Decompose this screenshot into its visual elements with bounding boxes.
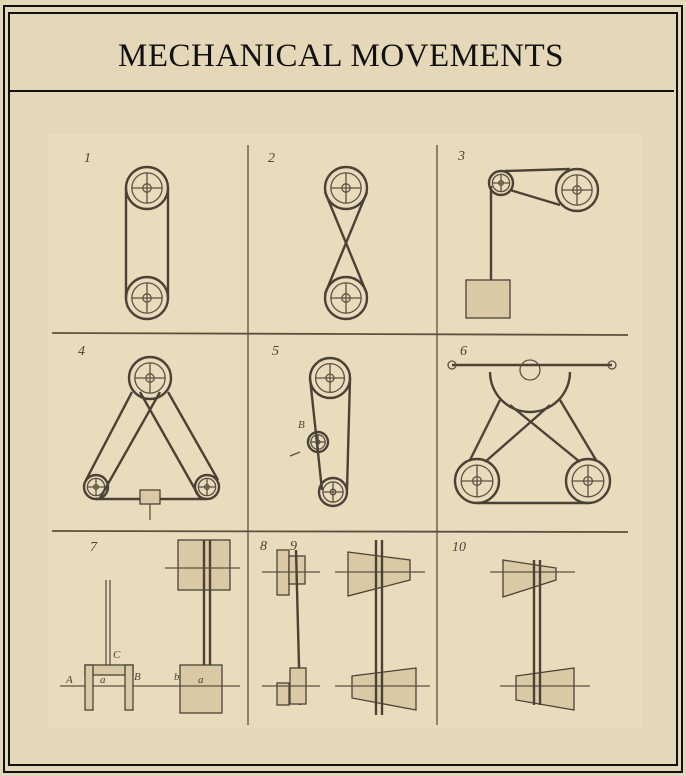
figure-7-label-a-upper: A — [65, 674, 73, 686]
figure-7-label-a: a — [100, 674, 106, 686]
belt — [484, 404, 551, 463]
belt — [323, 191, 369, 295]
belt — [308, 377, 324, 491]
cone-pulley — [347, 551, 411, 597]
belt — [558, 399, 598, 461]
figure-7-label-c: C — [113, 649, 121, 661]
figure-number-6: 6 — [460, 344, 467, 359]
belt — [345, 377, 352, 491]
belt — [509, 188, 561, 207]
figure-number-4: 4 — [78, 344, 85, 359]
figure-5-label-b: B — [298, 419, 305, 431]
pulley — [487, 169, 515, 197]
drum — [139, 489, 161, 505]
pulley — [127, 355, 173, 401]
drum — [465, 279, 511, 319]
figure-number-1: 1 — [84, 151, 91, 166]
outer-border — [3, 5, 683, 773]
belt — [504, 167, 571, 173]
figure-7-label-b-upper: B — [134, 671, 141, 683]
hub — [519, 359, 541, 381]
figure-number-7: 7 — [90, 540, 98, 555]
figure-number-3: 3 — [457, 149, 465, 164]
drum — [84, 664, 94, 711]
belt — [138, 391, 202, 499]
figure-7-label-b: b — [174, 671, 180, 683]
cone-pulley — [515, 667, 575, 711]
drum — [124, 664, 134, 711]
title-band: MECHANICAL MOVEMENTS — [8, 12, 674, 92]
wheel — [488, 371, 572, 414]
page-title: MECHANICAL MOVEMENTS — [117, 38, 565, 74]
figure-7-label-a-right: a — [198, 674, 204, 686]
grid-dividers — [51, 145, 629, 725]
belt — [289, 451, 301, 457]
cone-pulley — [351, 667, 417, 711]
belt — [166, 391, 220, 481]
handle-knob — [607, 360, 617, 370]
pulley — [554, 167, 600, 213]
cone-pulley — [502, 559, 557, 598]
figure-number-8: 8 — [260, 539, 267, 554]
drum — [179, 664, 223, 714]
belt — [98, 391, 162, 499]
belt — [509, 404, 581, 463]
pulley — [323, 165, 369, 211]
handle-knob — [447, 360, 457, 370]
figure-number-9: 9 — [290, 539, 297, 554]
drum — [276, 682, 290, 706]
belt — [84, 391, 134, 481]
inner-border — [8, 12, 678, 766]
belt — [468, 399, 502, 461]
figure-number-5: 5 — [272, 344, 279, 359]
figure-number-2: 2 — [268, 151, 275, 166]
pulley — [317, 476, 349, 508]
figure-number-10: 10 — [452, 540, 466, 555]
pulley — [323, 275, 369, 321]
